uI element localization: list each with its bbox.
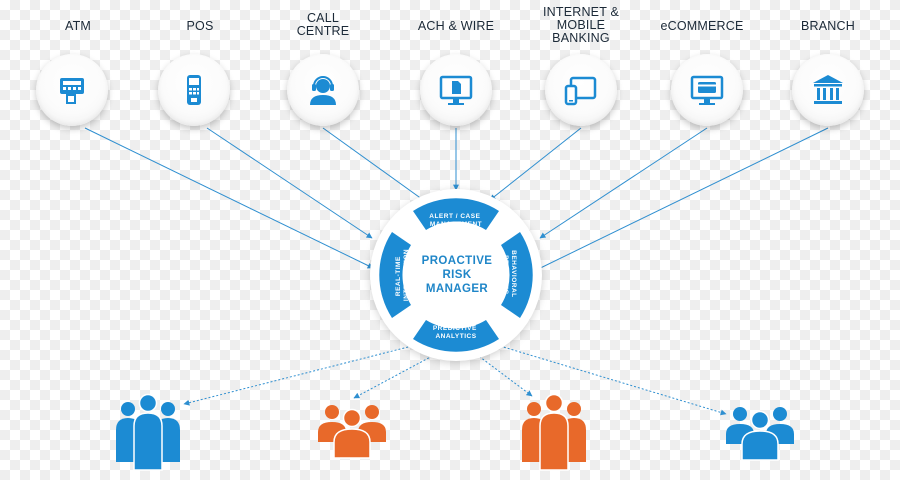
hub-segment-top <box>413 198 499 230</box>
wire-transfer-monitor-icon <box>439 75 473 105</box>
hub-segment-right-label: BEHAVIORAL PROFILING <box>502 250 517 300</box>
connector-pos <box>206 127 373 239</box>
hub-segment-bottom <box>413 320 499 352</box>
channel-label-atm: ATM <box>64 19 92 33</box>
mobile-banking-devices-icon <box>564 76 597 106</box>
hub-segment-right <box>501 232 533 318</box>
channel-call-centre <box>287 54 359 126</box>
connector-atm <box>84 127 374 269</box>
connector-call-centre <box>322 127 427 203</box>
channel-internet-mobile <box>545 54 617 126</box>
channel-label-call-centre: CALL CENTRE <box>296 11 350 38</box>
channel-label-ecommerce: eCOMMERCE <box>660 19 744 33</box>
channel-label-ach-wire: ACH & WIRE <box>417 19 495 33</box>
pos-terminal-icon <box>187 75 201 105</box>
hub-segment-bottom-label: PREDICTIVE ANALYTICS <box>433 325 479 340</box>
bank-branch-icon <box>813 75 843 104</box>
channel-atm <box>36 54 108 126</box>
people-group-3 <box>522 393 586 471</box>
channel-label-branch: BRANCH <box>801 19 855 33</box>
channel-pos <box>158 54 230 126</box>
hub-segment-top-label: ALERT / CASE MANAGEMENT <box>429 213 482 228</box>
connector-internet-mobile <box>489 127 582 201</box>
people-group-4 <box>726 407 794 461</box>
people-group-icon <box>726 407 794 461</box>
ecommerce-card-monitor-icon <box>690 75 724 105</box>
connector-out-1 <box>183 345 413 406</box>
hub-segment-left-label: REAL-TIME INTERDICTION <box>395 249 410 301</box>
channel-branch <box>792 54 864 126</box>
risk-manager-hub: ALERT / CASE MANAGEMENT PREDICTIVE ANALY… <box>370 189 542 361</box>
connector-out-3 <box>475 353 533 397</box>
people-group-icon <box>318 405 386 459</box>
channel-label-pos: POS <box>186 19 214 33</box>
connector-ecommerce <box>539 127 708 239</box>
people-group-icon <box>116 393 180 471</box>
atm-icon <box>60 78 84 104</box>
channel-ecommerce <box>671 54 743 126</box>
call-centre-agent-icon <box>310 76 336 105</box>
connector-out-4 <box>499 345 727 416</box>
channel-ach-wire <box>420 54 492 126</box>
connector-out-2 <box>353 353 437 399</box>
people-group-icon <box>522 393 586 471</box>
hub-segment-left <box>379 232 411 318</box>
channel-label-internet-mobile: INTERNET & MOBILE BANKING <box>542 5 620 45</box>
connector-branch <box>523 127 829 277</box>
people-group-1 <box>116 393 180 471</box>
people-group-2 <box>318 405 386 459</box>
hub-title: PROACTIVE RISK MANAGER <box>421 255 493 295</box>
